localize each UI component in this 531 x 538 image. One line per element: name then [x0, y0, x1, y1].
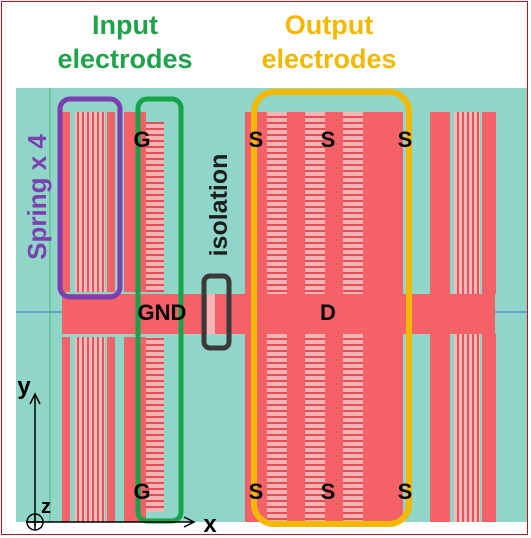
spring-comb-top: [62, 112, 115, 292]
output-fingers-top: [245, 112, 403, 294]
input-electrodes-box: [135, 96, 184, 524]
source-label-top-1: S: [249, 127, 264, 152]
spring-comb-bottom: [62, 337, 115, 522]
drain-label: D: [320, 300, 336, 325]
source-label-top-3: S: [398, 127, 413, 152]
drain-bar: [215, 294, 495, 334]
coordinate-axes: [26, 392, 196, 531]
source-label-top-2: S: [321, 127, 336, 152]
gate-label-bottom: G: [133, 479, 150, 504]
right-spring-comb-bottom: [430, 334, 496, 522]
z-axis-label: z: [41, 496, 51, 518]
input-heading-line2: electrodes: [57, 44, 193, 74]
input-electrodes-heading: Input electrodes: [30, 8, 220, 76]
x-axis-label: x: [203, 511, 217, 535]
source-label-bottom-2: S: [321, 479, 336, 504]
output-fingers-bottom: [245, 334, 403, 522]
gnd-label: GND: [138, 300, 187, 325]
output-electrodes-heading: Output electrodes: [234, 8, 424, 76]
output-heading-line1: Output: [284, 10, 374, 40]
output-electrodes-box: [251, 89, 412, 527]
isolation-highlight-box: [201, 273, 232, 351]
input-heading-line1: Input: [92, 10, 158, 40]
output-heading-line2: electrodes: [261, 44, 397, 74]
right-spring-comb-top: [430, 112, 496, 294]
spring-highlight-box: [57, 96, 123, 300]
isolation-label: isolation: [205, 154, 233, 257]
spring-label: Spring x 4: [22, 134, 52, 260]
source-label-bottom-3: S: [398, 479, 413, 504]
gate-label-top: G: [133, 127, 150, 152]
isolation-gap: [207, 294, 215, 334]
source-label-bottom-1: S: [249, 479, 264, 504]
y-axis-label: y: [17, 373, 31, 400]
